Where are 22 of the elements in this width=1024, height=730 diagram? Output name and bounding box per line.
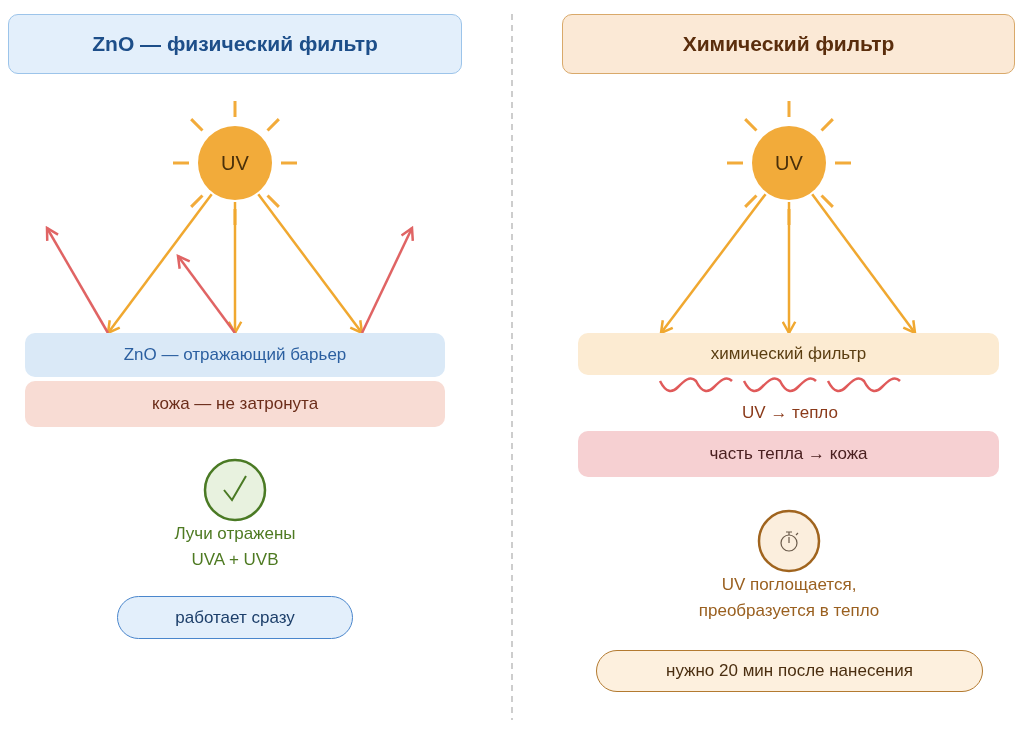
note-text: UV → тепло [741, 402, 839, 424]
title-box: Химический фильтр [562, 14, 1015, 74]
arrow [45, 226, 110, 334]
layer-band: ZnO — отражающий барьер [25, 333, 445, 377]
arrow [659, 193, 767, 335]
arrow [811, 193, 917, 335]
layer-band: химический фильтр [578, 333, 999, 375]
title-box: ZnO — физический фильтр [8, 14, 462, 74]
arrow [781, 202, 797, 335]
note-pill: нужно 20 мин после нанесения [596, 650, 983, 692]
arrow [360, 226, 415, 334]
layer-band: кожа — не затронута [25, 381, 445, 427]
sun-circle: UV [198, 126, 272, 200]
arrow [176, 254, 236, 334]
arrow [257, 193, 364, 335]
note-pill: работает сразу [117, 596, 353, 639]
sun-circle: UV [752, 126, 826, 200]
note-text: UV поглощается, преобразуется в тепло [697, 574, 881, 622]
arrow [227, 202, 243, 335]
note-text: Лучи отражены UVA + UVB [173, 523, 297, 571]
arrow [106, 193, 213, 335]
layer-band: часть тепла → кожа [578, 431, 999, 477]
